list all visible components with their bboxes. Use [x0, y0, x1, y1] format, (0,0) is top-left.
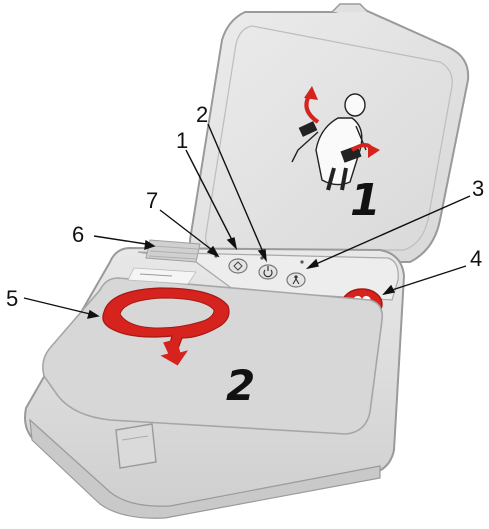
callout-3: 3: [472, 176, 484, 201]
power-button-icon[interactable]: [259, 265, 277, 279]
tray-step-number: 2: [226, 361, 255, 410]
child-mode-icon[interactable]: [287, 273, 305, 287]
callout-2: 2: [196, 102, 208, 127]
front-latch: [116, 424, 156, 468]
lid: 1: [190, 4, 468, 262]
status-indicator-light: [300, 260, 303, 263]
callout-6: 6: [72, 222, 84, 247]
callout-5: 5: [6, 286, 18, 311]
speaker-grille-icon: [146, 240, 200, 262]
callout-7: 7: [146, 188, 158, 213]
callout-1: 1: [176, 128, 188, 153]
lid-latch: [332, 4, 368, 12]
callout-4: 4: [470, 246, 482, 271]
lid-step-number: 1: [350, 175, 381, 226]
shock-button-icon[interactable]: [229, 259, 247, 273]
